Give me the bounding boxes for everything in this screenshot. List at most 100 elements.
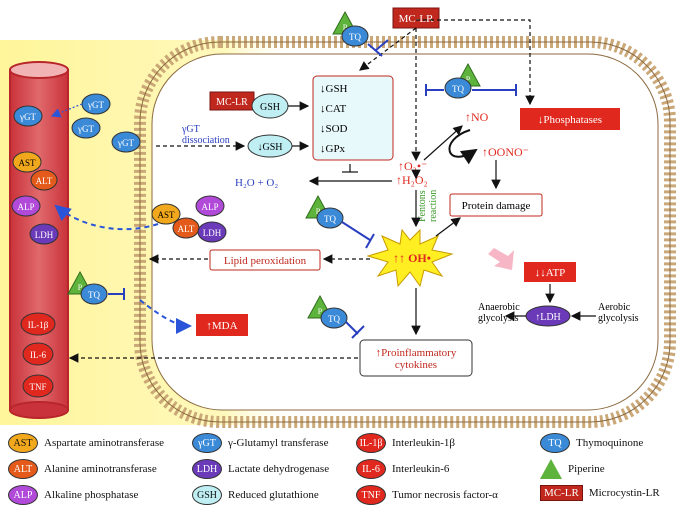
blood-ldh — [29, 223, 59, 245]
release-ggt-2 — [71, 117, 101, 139]
arrow-mclr-antioxidants — [359, 27, 417, 71]
legend-item-mclr: MC-LR Microcystin-LR — [540, 485, 660, 501]
arrow-release-enzymes — [54, 204, 159, 231]
legend-alp-text: Alkaline phosphatase — [44, 489, 139, 501]
piperine-oh-label: P — [316, 207, 321, 216]
fentons-label: Fentonsreaction — [417, 190, 439, 222]
legend-tnf-icon: TNF — [356, 485, 386, 505]
hydrogen-peroxide-label: ↑H₂O₂ — [396, 173, 428, 187]
legend-gsh-icon: GSH — [192, 485, 222, 505]
piperine-top-label: P — [343, 23, 348, 32]
tq-piperine-mid: P TQ — [444, 62, 481, 99]
legend-alt-icon: ALT — [8, 459, 38, 479]
legend-il1b-icon: IL-1β — [356, 433, 386, 453]
legend-item-tnf: TNF Tumor necrosis factor-α — [356, 485, 498, 505]
antioxidant-box — [312, 75, 394, 161]
gsh-decrease-label: ↓GSH — [257, 142, 282, 153]
legend-ggt-icon: γGT — [192, 433, 222, 453]
blood-alt — [30, 169, 58, 191]
blood-ast-label: AST — [18, 158, 36, 168]
cytokine-il6 — [22, 342, 54, 366]
legend-ldh-icon: LDH — [192, 459, 222, 479]
superoxide-label: ↑O₂•⁻ — [398, 159, 427, 173]
legend-piperine-text: Piperine — [568, 463, 605, 475]
cytokine-tnf-label: TNF — [29, 382, 46, 392]
legend-ast-icon: AST — [8, 433, 38, 453]
lipid-peroxidation-label: Lipid peroxidation — [224, 255, 307, 267]
released-enzymes: γGT γGT γGT AST ALT ALP LDH — [71, 93, 227, 243]
legend-tq-icon: TQ — [540, 433, 570, 453]
hydroxyl-burst — [366, 228, 454, 288]
legend-gsh-text: Reduced glutathione — [228, 489, 319, 501]
legend-mclr-text: Microcystin-LR — [588, 487, 660, 499]
blood-ggt-1 — [13, 105, 43, 127]
release-ggt-1-label: γGT — [87, 100, 104, 110]
inhibit-oh — [341, 221, 371, 241]
blood-ldh-label: LDH — [35, 230, 54, 240]
mda-box — [196, 314, 248, 336]
legend-item-alt: ALT Alanine aminotransferase — [8, 459, 157, 479]
legend-item-gsh: GSH Reduced glutathione — [192, 485, 319, 505]
arrow-superoxide-no — [423, 125, 463, 161]
legend-mclr-icon: MC-LR — [540, 485, 583, 501]
antioxidant-gpx: ↓GPx — [320, 143, 346, 155]
tq-piperine-top: P TQ — [332, 10, 369, 47]
nitric-oxide-label: ↑NO — [465, 110, 489, 124]
piperine-mid-label: P — [466, 75, 471, 84]
arrow-ggt-blood — [50, 103, 83, 118]
legend-item-il6: IL-6 Interleukin-6 — [356, 459, 449, 479]
water-oxygen-label: H₂O + O₂ — [235, 177, 278, 189]
peroxynitrite-label: ↑OONO⁻ — [482, 145, 529, 159]
thymoquinone-icon-left — [80, 283, 108, 305]
thymoquinone-icon-bottom — [320, 307, 348, 329]
legend-item-alp: ALP Alkaline phosphatase — [8, 485, 138, 505]
cytokine-il1b — [20, 312, 56, 336]
thymoquinone-icon-oh — [316, 207, 344, 229]
hydroxyl-label: ↑↑ OH• — [393, 251, 431, 265]
tq-piperine-left: P TQ — [67, 270, 108, 305]
thymoquinone-icon — [341, 25, 369, 47]
inhibition-bars — [108, 39, 517, 339]
antioxidant-sod: ↓SOD — [320, 123, 348, 135]
blood-enzymes: γGT AST ALT ALP LDH — [11, 105, 59, 245]
arrow-no-oono — [448, 129, 478, 165]
inhibit-top — [367, 43, 383, 57]
legend-tnf-text: Tumor necrosis factor-α — [392, 489, 498, 501]
inhibit-oh-cap — [365, 233, 375, 249]
tq-top-label: TQ — [349, 32, 361, 42]
antioxidant-gsh: ↓GSH — [320, 83, 348, 95]
legend-item-tq: TQ Thymoquinone — [540, 433, 643, 453]
thymoquinone-icon-mid — [444, 77, 472, 99]
blood-ast — [12, 151, 42, 173]
pathway-diagram: ↓GSH ↓CAT ↓SOD ↓GPx MC-LR MC-LR GSH ↓GSH… — [0, 7, 676, 428]
legend-item-ggt: γGT γ-Glutamyl transferase — [192, 433, 328, 453]
legend-ggt-text: γ-Glutamyl transferase — [228, 437, 329, 449]
antioxidant-cat: ↓CAT — [320, 103, 347, 115]
tq-piperine-oh: P TQ — [305, 194, 344, 229]
piperine-left-label: P — [78, 283, 83, 292]
protein-damage-box — [449, 193, 543, 217]
mda-label: ↑MDA — [206, 320, 237, 332]
legend-alt-text: Alanine aminotransferase — [44, 463, 157, 475]
phosphatases-label: ↓Phosphatases — [538, 114, 602, 126]
tq-mid-label: TQ — [452, 84, 464, 94]
protein-damage-label: Protein damage — [462, 200, 531, 212]
cytokine-tnf — [22, 374, 54, 398]
release-ast-label: AST — [157, 210, 175, 220]
arrow-mclr-phosphatases — [416, 19, 535, 106]
release-ggt-3 — [111, 131, 141, 153]
release-ldh — [197, 221, 227, 243]
legend-ast-text: Aspartate aminotransferase — [44, 437, 165, 449]
piperine-bottom-label: P — [318, 307, 323, 316]
inhibit-top-cap — [375, 39, 389, 51]
legend-alp-icon: ALP — [8, 485, 38, 505]
cytokine-il1b-label: IL-1β — [28, 320, 49, 330]
tq-oh-label: TQ — [324, 214, 336, 224]
legend-item-ast: AST Aspartate aminotransferase — [8, 433, 164, 453]
mclr-gsh-label: MC-LR — [216, 97, 248, 108]
tq-left-label: TQ — [88, 290, 100, 300]
